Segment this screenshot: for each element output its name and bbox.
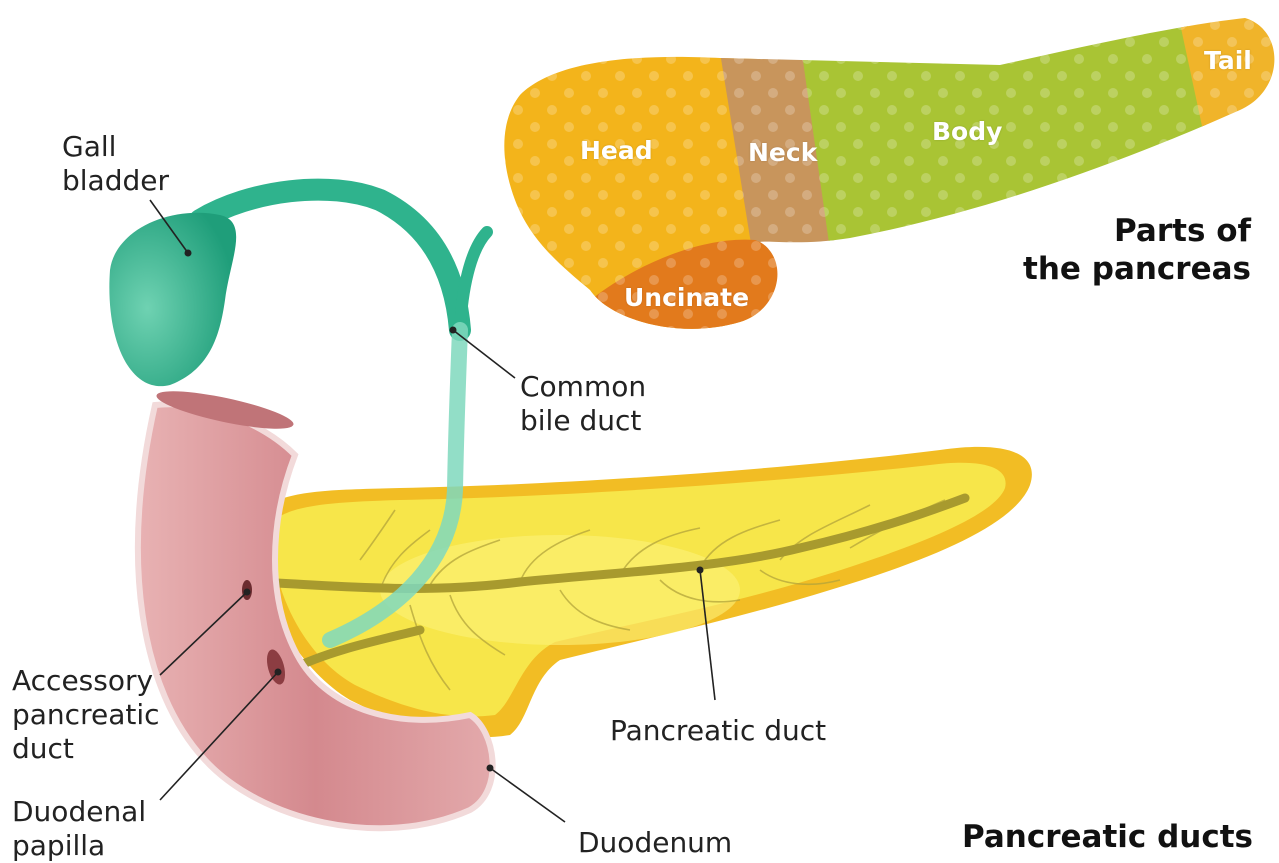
duodenal-papilla-label: Duodenal papilla [12,795,146,863]
neck-label: Neck [748,138,817,167]
cystic-duct [200,190,460,330]
common-bile-duct-label: Common bile duct [520,370,646,438]
parts-pancreas [480,0,1279,360]
gall-bladder-label: Gall bladder [62,130,169,198]
tail-label: Tail [1204,46,1252,75]
ducts-title: Pancreatic ducts [962,818,1253,856]
accessory-pancreatic-duct-label: Accessory pancreatic duct [12,664,160,766]
lower-pancreas [255,447,1032,737]
hepatic-duct [460,232,487,330]
gall-bladder-sac [109,213,236,386]
body-label: Body [932,117,1002,146]
uncinate-label: Uncinate [624,283,749,312]
head-label: Head [580,136,653,165]
parts-title: Parts of the pancreas [1023,212,1251,288]
duodenum-label: Duodenum [578,826,732,860]
pancreatic-duct-label: Pancreatic duct [610,714,826,748]
duodenum-leader [490,768,565,822]
